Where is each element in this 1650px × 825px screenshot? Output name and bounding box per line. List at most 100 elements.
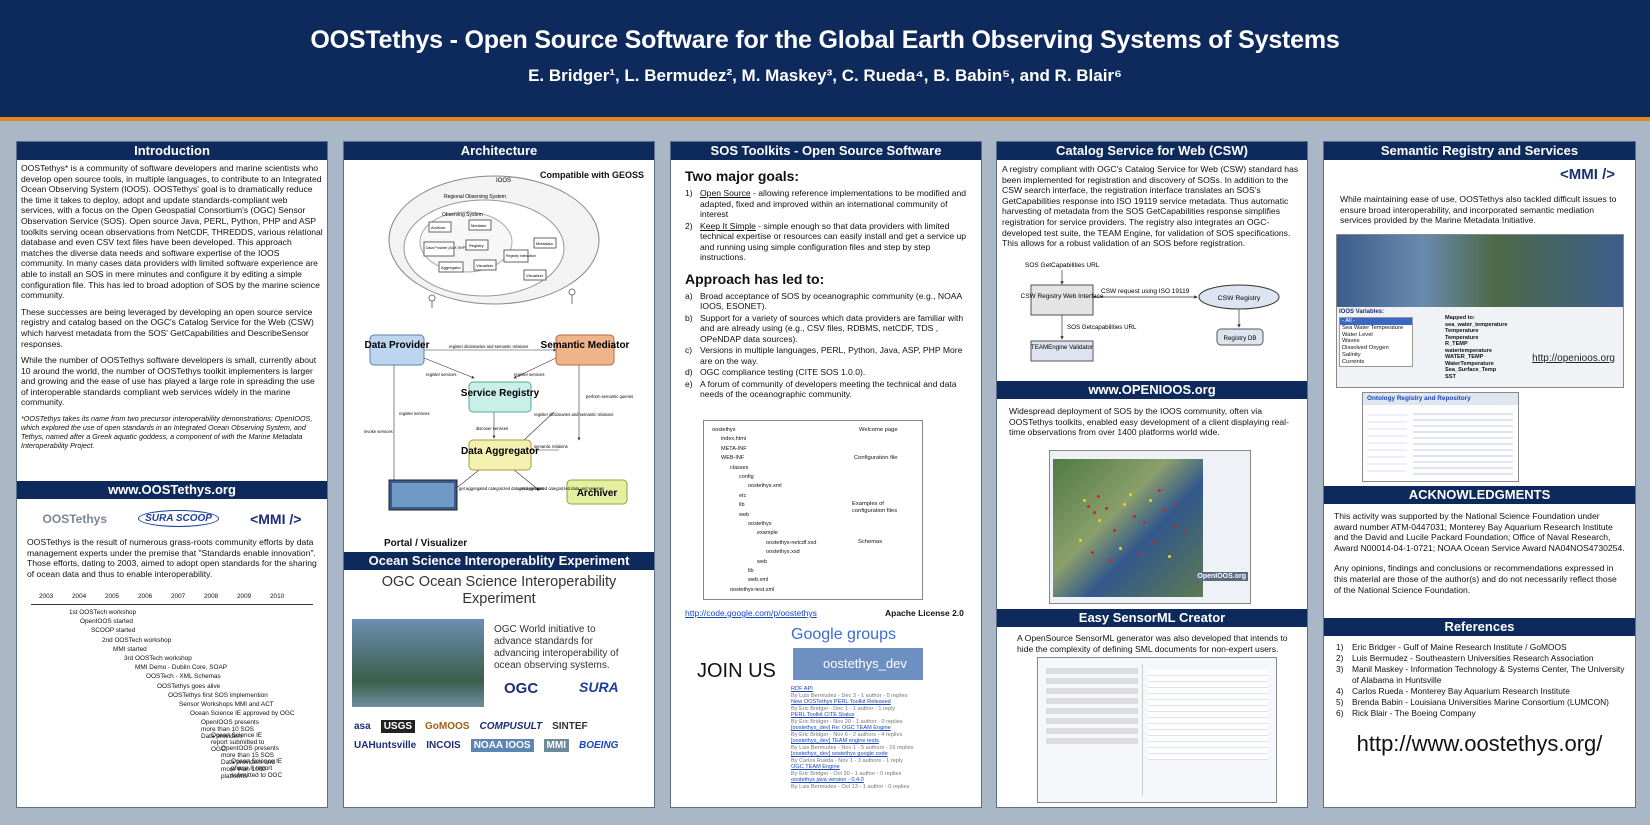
group-post-meta: By Luis Bermudez - Dec 3 - 1 author - 0 … bbox=[791, 692, 908, 699]
group-post-title[interactable]: RDF API bbox=[791, 686, 813, 692]
timeline-event: SCOOP started bbox=[91, 627, 136, 635]
platform-marker[interactable] bbox=[1097, 495, 1100, 498]
platform-marker[interactable] bbox=[1108, 559, 1111, 562]
tree-node: example bbox=[757, 530, 778, 537]
mapped-variable: sea_water_temperature bbox=[1445, 321, 1508, 328]
platform-marker[interactable] bbox=[1137, 553, 1140, 556]
reference-item: 4)Carlos Rueda - Monterey Bay Aquarium R… bbox=[1336, 686, 1570, 696]
poster-title: OOSTethys - Open Source Software for the… bbox=[310, 26, 1340, 54]
group-post-title[interactable]: OGC TEAM Engine bbox=[791, 764, 840, 770]
ioos-variable-option[interactable]: - All - bbox=[1340, 318, 1412, 325]
www-oostethys-paragraph: OOSTethys is the result of numerous gras… bbox=[27, 537, 317, 579]
platform-marker[interactable] bbox=[1183, 531, 1186, 534]
ioos-label: IOOS bbox=[496, 178, 511, 184]
approach-list: a)Broad acceptance of SOS by oceanograph… bbox=[685, 291, 971, 400]
platform-marker[interactable] bbox=[1091, 551, 1094, 554]
sensorml-form bbox=[1042, 664, 1143, 796]
platform-marker[interactable] bbox=[1079, 539, 1082, 542]
interaction-small: Registry Interaction bbox=[506, 254, 536, 258]
ioos-variable-option[interactable]: Waves bbox=[1342, 338, 1360, 345]
platform-marker[interactable] bbox=[1143, 521, 1146, 524]
sura-scoop-logo: SURA SCOOP bbox=[138, 510, 219, 527]
platform-marker[interactable] bbox=[1105, 507, 1108, 510]
platform-marker[interactable] bbox=[1093, 511, 1096, 514]
platform-marker[interactable] bbox=[1129, 493, 1132, 496]
mapped-variable: Mapped to: bbox=[1445, 315, 1475, 321]
poster-header: OOSTethys - Open Source Software for the… bbox=[0, 0, 1650, 121]
partner-logo-uahuntsville: UAHuntsville bbox=[354, 740, 417, 751]
platform-marker[interactable] bbox=[1123, 503, 1126, 506]
csw-registry: CSW Registry bbox=[1218, 295, 1261, 302]
reference-item: 2)Luis Bermudez - Southeastern Universit… bbox=[1336, 653, 1594, 663]
goals-list: 1)Open Source - allowing reference imple… bbox=[685, 188, 971, 263]
openioos-link[interactable]: http://openioos.org bbox=[1532, 353, 1615, 364]
intro-paragraph-1: OOSTethys* is a community of software de… bbox=[21, 163, 323, 301]
archiver-small: Archiver bbox=[431, 225, 446, 230]
platform-marker[interactable] bbox=[1163, 509, 1166, 512]
timeline-event: OOSTethys goes alive bbox=[157, 682, 221, 690]
group-post-title[interactable]: PERL Toolkit CITE Status bbox=[791, 712, 855, 718]
tree-node: index.html bbox=[721, 436, 747, 443]
section-heading-semantic: Semantic Registry and Services bbox=[1324, 142, 1635, 160]
platform-marker[interactable] bbox=[1087, 505, 1090, 508]
timeline-event: OpenIOOS presents more than 10 SOS Data … bbox=[201, 719, 259, 740]
section-heading-ack: ACKNOWLEDGMENTS bbox=[1324, 486, 1635, 504]
platform-marker[interactable] bbox=[1153, 541, 1156, 544]
group-banner[interactable]: oostethys_dev bbox=[793, 648, 923, 680]
platform-marker[interactable] bbox=[1083, 499, 1086, 502]
mapped-variable: Sea_Surface_Temp bbox=[1445, 367, 1497, 373]
ioos-variable-option[interactable]: Water Level bbox=[1342, 331, 1373, 338]
section-heading-architecture: Architecture bbox=[344, 142, 654, 160]
tree-node: classes bbox=[730, 464, 749, 471]
group-post-title[interactable]: [oostethys_dev] oostethys google code bbox=[791, 751, 888, 757]
ioos-variable-option[interactable]: Dissolved Oxygen bbox=[1342, 345, 1389, 352]
tree-annotation: Configuration file bbox=[854, 455, 898, 461]
google-code-link[interactable]: http://code.google.com/p/oostethys bbox=[685, 608, 817, 618]
partner-logo-compusult: COMPUSULT bbox=[479, 721, 543, 732]
tree-annotation: Welcome page bbox=[859, 427, 898, 433]
platform-marker[interactable] bbox=[1168, 555, 1171, 558]
edge-label-9: semantic relations bbox=[534, 444, 568, 449]
ocean-ie-title: OGC Ocean Science Interoperability Exper… bbox=[381, 574, 617, 607]
csw-team-validator: TEAMEngine Validator bbox=[1031, 344, 1093, 351]
edge-label-4: perform semantic queries bbox=[586, 394, 633, 399]
column-architecture: Architecture Compatible with GEOSS IOOS … bbox=[343, 141, 655, 808]
edge-label-10: get aggregated categorized data and serv… bbox=[459, 486, 544, 491]
tree-node: META-INF bbox=[721, 445, 747, 452]
ack-paragraph-2: Any opinions, findings and conclusions o… bbox=[1334, 563, 1617, 595]
ioos-variable-option[interactable]: Salinity bbox=[1342, 351, 1361, 358]
group-post-title[interactable]: [oostethys_dev] Re: OGC TEAM Engine bbox=[791, 725, 891, 731]
section-heading-sensorml: Easy SensorML Creator bbox=[997, 609, 1307, 627]
mapped-variable: WaterTemperature bbox=[1445, 360, 1494, 367]
group-post-title[interactable]: [oostethys_dev] TEAM engine tests bbox=[791, 738, 879, 744]
observing-label: Observing System bbox=[442, 212, 483, 218]
timeline-year: 2006 bbox=[138, 593, 153, 600]
platform-marker[interactable] bbox=[1149, 499, 1152, 502]
reference-item: 5)Brenda Babin - Louisiana Universities … bbox=[1336, 697, 1609, 707]
platform-marker[interactable] bbox=[1173, 525, 1176, 528]
google-groups-logo: Google groups bbox=[791, 626, 896, 643]
platform-marker[interactable] bbox=[1098, 519, 1101, 522]
approach-item: d)OGC compliance testing (CITE SOS 1.0.0… bbox=[685, 367, 866, 377]
platform-marker[interactable] bbox=[1113, 529, 1116, 532]
group-post-title[interactable]: New OOSTethys PERL Toolkit Released bbox=[791, 699, 891, 705]
platform-marker[interactable] bbox=[1158, 489, 1161, 492]
section-heading-www-oostethys: www.OOSTethys.org bbox=[17, 481, 327, 499]
ioos-variable-option[interactable]: Sea Water Temperature bbox=[1342, 324, 1404, 331]
intro-paragraph-2: These successes are being leveraged by d… bbox=[21, 306, 314, 349]
edge-label-8: discover services bbox=[476, 426, 508, 431]
platform-marker[interactable] bbox=[1133, 515, 1136, 518]
timeline-event: 1st OOSTech workshop bbox=[69, 609, 137, 616]
timeline-year: 2010 bbox=[270, 593, 285, 600]
metadata-small: Metadata bbox=[536, 241, 553, 246]
ioos-variable-option[interactable]: Currents bbox=[1342, 358, 1365, 365]
platform-marker[interactable] bbox=[1119, 547, 1122, 550]
group-post-title[interactable]: oostethys java version - 0.4.0 bbox=[791, 777, 864, 783]
platform-marker[interactable] bbox=[1175, 503, 1178, 506]
intro-text: OOSTethys* is a community of software de… bbox=[17, 160, 327, 459]
timeline-event: Ocean Science IE phase II report submitt… bbox=[231, 758, 283, 779]
oostethys-url[interactable]: http://www.oostethys.org/ bbox=[1356, 731, 1603, 756]
ioos-diagram: IOOS Regional Observing System Observing… bbox=[388, 175, 600, 308]
